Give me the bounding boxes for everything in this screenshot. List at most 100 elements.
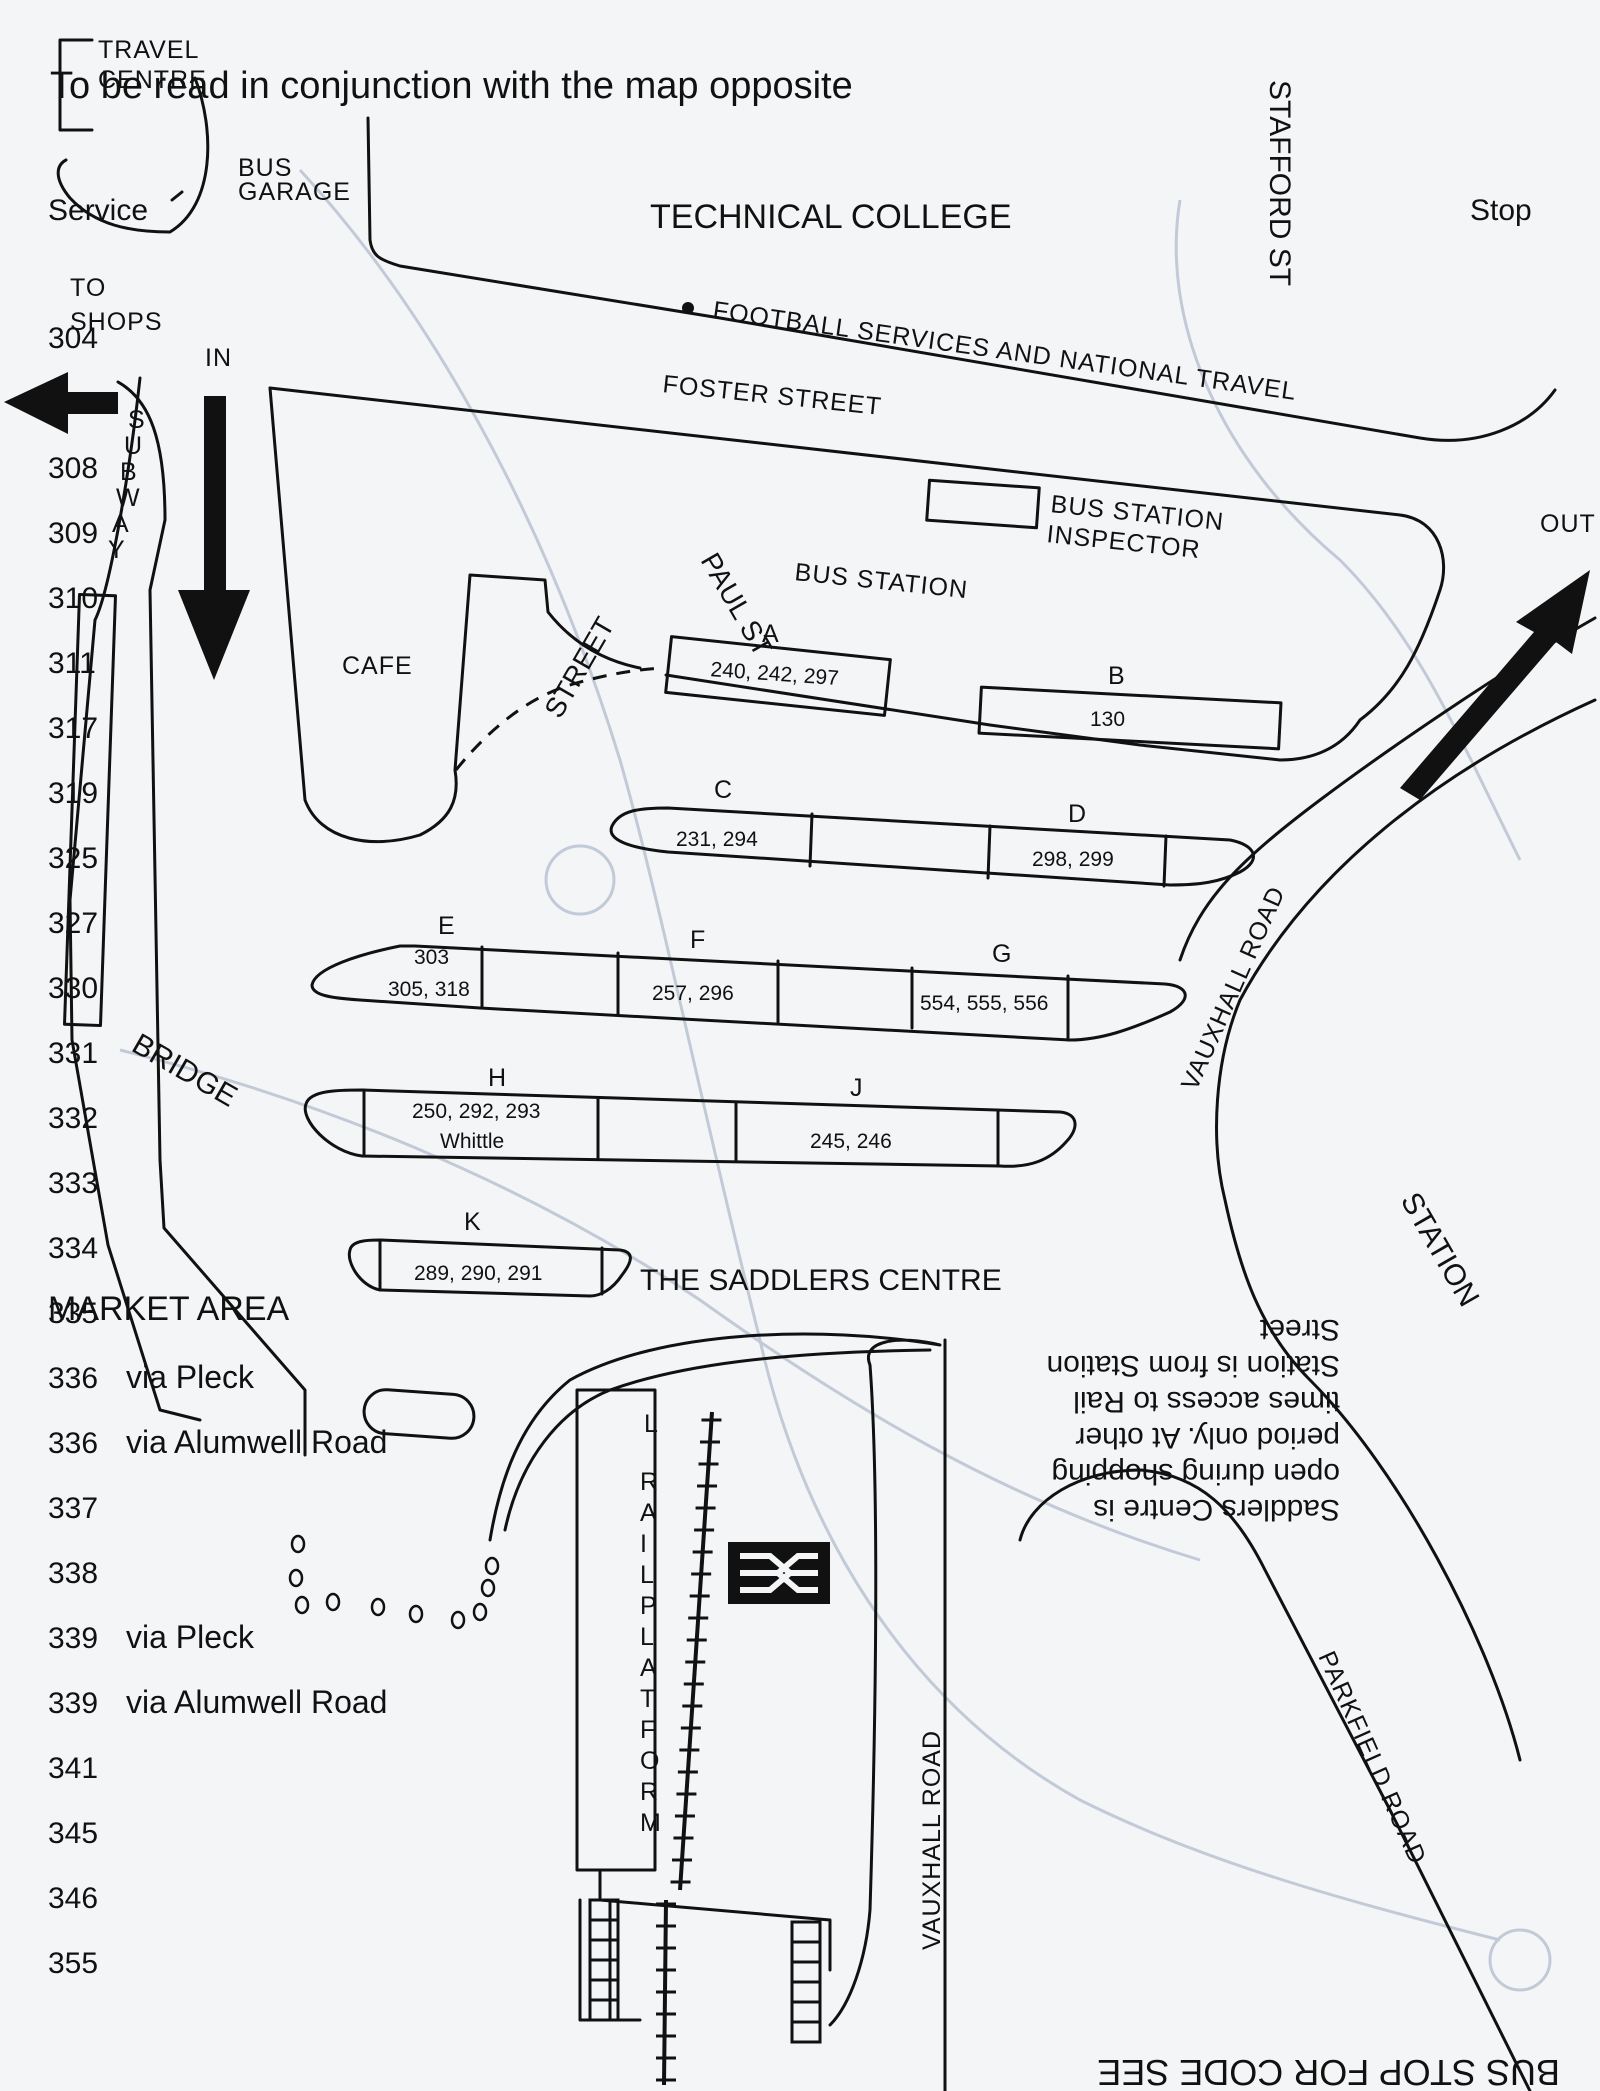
stand-B-routes: 130 [1090,708,1125,731]
rail-platform-letter: L [644,1410,659,1438]
in-arrow-icon [178,396,250,680]
bus-garage-label-line2: GARAGE [238,178,351,206]
rail-footbridge [578,1870,832,2044]
show-through-street-5: BRIDGE [127,1027,243,1113]
show-through-service-number: 336 [48,1427,98,1460]
stand-J-routes: 245, 246 [810,1130,892,1153]
show-through-bottom: BUS STOP FOR CODE SEE [1097,2052,1560,2091]
show-through-stop-col: Stop [1470,194,1532,227]
bus-garage: BUS GARAGE [238,154,351,206]
show-through-service-number: 334 [48,1232,98,1265]
stand-E-F-G: E 303 305, 318 F 257, 296 G 554, 555, 55… [310,912,1187,1042]
stand-D-letter: D [1068,800,1087,828]
subway-letter: U [124,432,143,460]
show-through-service-number: 339 [48,1687,98,1720]
show-through-service-number: 339 [48,1622,98,1655]
stand-H-routes-line1: 250, 292, 293 [412,1100,540,1123]
rail-platform-letter: T [640,1685,656,1713]
stand-C-D: C 231, 294 D 298, 299 [609,776,1255,888]
stand-E-letter: E [438,912,456,940]
show-through-street-1: STAFFORD ST [1263,80,1296,286]
stand-H-letter: H [488,1064,507,1092]
out-label: OUT [1540,510,1596,538]
bus-garage-label-line1: BUS [238,154,292,182]
stand-J-letter: J [850,1074,864,1102]
show-through-note-line: Street [1259,1313,1340,1346]
foster-street-north-edge [366,116,1557,442]
bus-station-label: BUS STATION [793,558,969,604]
show-through-service-notes: via Pleck via Alumwell Road via Pleck via A… [126,1359,387,1720]
cafe-block [268,386,642,844]
stand-K: K 289, 290, 291 [347,1208,632,1298]
travel-centre-label-line2: CENTRE [98,66,207,94]
show-through-street-3: THE SADDLERS CENTRE [640,1264,1002,1297]
parkfield-road-label: PARKFIELD ROAD [1313,1647,1432,1869]
show-through-service-number: 338 [48,1557,98,1590]
show-through-service-number: 341 [48,1752,98,1785]
stand-E-routes-line2: 305, 318 [388,978,470,1001]
bus-garage-outline [56,76,210,234]
show-through-note-line: Saddlers Centre is [1093,1493,1340,1526]
rail-platform-letter: M [640,1809,662,1837]
stand-F-letter: F [690,926,706,954]
stand-B-letter: B [1108,662,1126,690]
show-through-service-number: 304 [48,322,98,355]
bus-station-inner-edge [268,386,1446,762]
football-services-marker-icon [682,302,694,314]
show-through-street-0: TECHNICAL COLLEGE [650,198,1012,236]
footpath-dots [288,1534,500,1630]
rail-platform-letter: F [640,1716,656,1744]
show-through-service-note: via Pleck [126,1359,255,1395]
subway-letter: B [120,458,138,486]
show-through-service-number: 335 [48,1297,98,1330]
rail-platform-letter: P [640,1592,658,1620]
foster-street-label: FOSTER STREET [661,370,883,421]
stand-H-J: H 250, 292, 293 Whittle J 245, 246 [303,1064,1077,1168]
subway-letter: Y [108,536,126,564]
stand-K-routes: 289, 290, 291 [414,1262,542,1285]
vauxhall-road-lower-label: VAUXHALL ROAD [918,1730,946,1950]
show-through-service-note: via Pleck [126,1619,255,1655]
subway-letter: W [116,484,141,512]
show-through-service-number: 310 [48,582,98,615]
show-through-service-number: 327 [48,907,98,940]
rail-platform-letter: A [640,1499,658,1527]
stand-C-letter: C [714,776,733,804]
stand-G-letter: G [992,940,1012,968]
stand-G-routes: 554, 555, 556 [920,992,1048,1015]
show-through-service-note: via Alumwell Road [126,1424,387,1460]
show-through-service-number: 308 [48,452,98,485]
to-shops-label-line2: SHOPS [70,308,163,336]
show-through-note-line: times access to Rail [1073,1385,1340,1418]
stand-B: B 130 [977,662,1283,751]
stand-A: A 240, 242, 297 [664,620,892,717]
rail-platform-letter: O [640,1747,660,1775]
outbound-road-edge [1178,616,1597,962]
show-through-service-note: via Alumwell Road [126,1684,387,1720]
traffic-island [362,1388,476,1440]
show-through-street-2: MARKET AREA [48,1290,290,1328]
show-through-street-6: STREET [538,612,620,723]
stand-C-routes: 231, 294 [676,828,758,851]
show-through-service-number: 309 [48,517,98,550]
vauxhall-road-east-edge [1215,698,1597,1762]
parkfield-road-edge [1018,1468,1532,2091]
in-label: IN [205,344,232,372]
show-through-service-number: 333 [48,1167,98,1200]
subway-corridor [63,593,117,1027]
stand-K-letter: K [464,1208,482,1236]
show-through-note-line: Station is from Station [1047,1349,1340,1382]
show-through-service-number: 345 [48,1817,98,1850]
rail-platform-letter: L [640,1623,655,1651]
rail-platform-letter: I [640,1530,648,1558]
to-shops-arrow-icon [4,372,118,434]
subway-letter: A [112,510,130,538]
show-through-layer: To be read in conjunction with the map o… [48,65,1560,2091]
show-through-service-number: 311 [48,647,96,680]
to-shops-label-line1: TO [70,274,106,302]
show-through-service-col: Service [48,194,148,227]
show-through-service-number: 355 [48,1947,98,1980]
